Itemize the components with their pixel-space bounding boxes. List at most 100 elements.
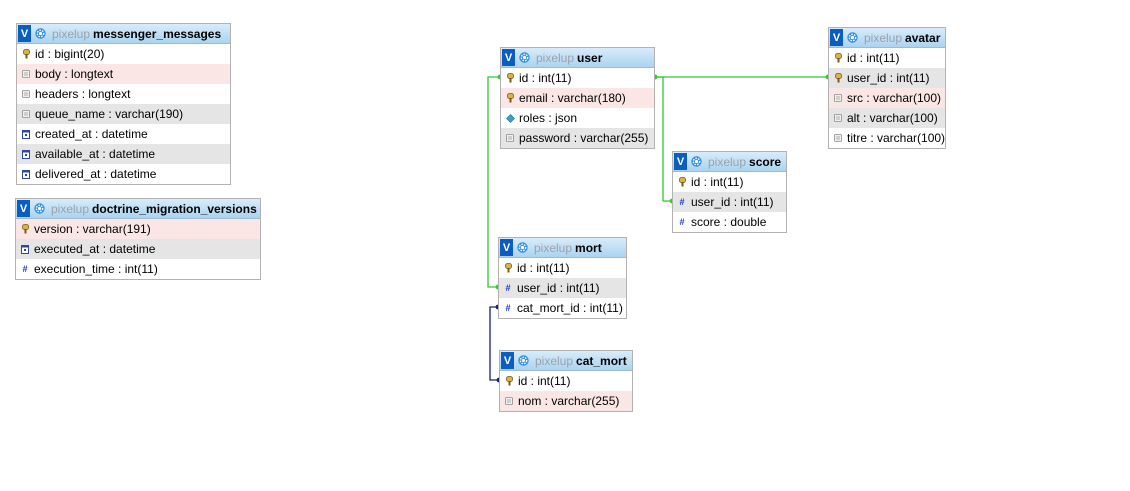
key-icon xyxy=(504,376,514,386)
gear-icon[interactable] xyxy=(34,27,47,40)
column-row[interactable]: # score : double xyxy=(673,212,786,232)
column-icon xyxy=(833,113,843,123)
column-icon xyxy=(833,133,843,143)
database-name: pixelup xyxy=(536,50,575,65)
collapse-toggle-button[interactable]: V xyxy=(501,352,514,369)
column-label: body : longtext xyxy=(35,67,114,81)
collapse-toggle-button[interactable]: V xyxy=(17,200,30,217)
column-row[interactable]: id : int(11) xyxy=(500,371,632,391)
collapse-toggle-button[interactable]: V xyxy=(18,25,31,42)
column-label: user_id : int(11) xyxy=(517,281,600,295)
column-row[interactable]: nom : varchar(255) xyxy=(500,391,632,411)
column-row[interactable]: executed_at : datetime xyxy=(16,239,260,259)
json-icon xyxy=(505,113,515,123)
column-row[interactable]: # user_id : int(11) xyxy=(499,278,626,298)
column-row[interactable]: titre : varchar(100) xyxy=(829,128,945,148)
column-label: headers : longtext xyxy=(35,87,131,101)
column-row[interactable]: email : varchar(180) xyxy=(501,88,654,108)
column-label: user_id : int(11) xyxy=(691,195,774,209)
table-name[interactable]: user xyxy=(577,50,603,65)
column-row[interactable]: id : int(11) xyxy=(673,172,786,192)
database-name: pixelup xyxy=(51,201,90,216)
key-icon xyxy=(833,73,843,83)
numeric-icon: # xyxy=(22,264,28,274)
table-name[interactable]: cat_mort xyxy=(576,353,627,368)
collapse-toggle-button[interactable]: V xyxy=(502,49,515,66)
column-label: alt : varchar(100) xyxy=(847,111,938,125)
column-label: id : int(11) xyxy=(518,374,571,388)
table-name[interactable]: mort xyxy=(575,240,602,255)
table-name[interactable]: avatar xyxy=(905,30,941,45)
column-label: created_at : datetime xyxy=(35,127,148,141)
datetime-icon xyxy=(21,169,31,179)
gear-icon[interactable] xyxy=(516,241,529,254)
column-label: delivered_at : datetime xyxy=(35,167,157,181)
collapse-toggle-button[interactable]: V xyxy=(500,239,513,256)
column-row[interactable]: #execution_time : int(11) xyxy=(16,259,260,279)
database-name: pixelup xyxy=(708,154,747,169)
column-row[interactable]: alt : varchar(100) xyxy=(829,108,945,128)
gear-icon[interactable] xyxy=(518,51,531,64)
column-label: user_id : int(11) xyxy=(847,71,930,85)
column-row[interactable]: # cat_mort_id : int(11) xyxy=(499,298,626,318)
column-label: score : double xyxy=(691,215,767,229)
column-row[interactable]: body : longtext xyxy=(17,64,230,84)
column-icon xyxy=(505,133,515,143)
gear-icon[interactable] xyxy=(33,202,46,215)
column-label: id : int(11) xyxy=(519,71,572,85)
table-name[interactable]: doctrine_migration_versions xyxy=(92,201,257,216)
collapse-toggle-button[interactable]: V xyxy=(674,153,687,170)
column-row[interactable]: password : varchar(255) xyxy=(501,128,654,148)
table-name[interactable]: messenger_messages xyxy=(93,26,222,41)
column-row[interactable]: headers : longtext xyxy=(17,84,230,104)
column-label: email : varchar(180) xyxy=(519,91,626,105)
column-row[interactable]: id : int(11) xyxy=(829,48,945,68)
table-name[interactable]: score xyxy=(749,154,782,169)
key-icon xyxy=(21,49,31,59)
key-icon xyxy=(505,93,515,103)
column-icon xyxy=(21,109,31,119)
collapse-toggle-button[interactable]: V xyxy=(830,29,843,46)
gear-icon[interactable] xyxy=(690,155,703,168)
numeric-icon: # xyxy=(505,303,511,313)
column-row[interactable]: queue_name : varchar(190) xyxy=(17,104,230,124)
datetime-icon xyxy=(21,149,31,159)
key-icon xyxy=(677,177,687,187)
database-name: pixelup xyxy=(52,26,91,41)
column-row[interactable]: available_at : datetime xyxy=(17,144,230,164)
gear-icon[interactable] xyxy=(846,31,859,44)
column-row[interactable]: roles : json xyxy=(501,108,654,128)
column-row[interactable]: #user_id : int(11) xyxy=(673,192,786,212)
column-row[interactable]: user_id : int(11) xyxy=(829,68,945,88)
column-label: src : varchar(100) xyxy=(847,91,942,105)
column-row[interactable]: src : varchar(100) xyxy=(829,88,945,108)
numeric-icon: # xyxy=(505,283,511,293)
column-label: cat_mort_id : int(11) xyxy=(517,301,623,315)
column-row[interactable]: id : bigint(20) xyxy=(17,44,230,64)
database-name: pixelup xyxy=(535,353,574,368)
column-row[interactable]: created_at : datetime xyxy=(17,124,230,144)
gear-icon[interactable] xyxy=(517,354,530,367)
numeric-icon: # xyxy=(679,217,685,227)
column-label: version : varchar(191) xyxy=(34,222,151,236)
column-row[interactable]: id : int(11) xyxy=(501,68,654,88)
column-row[interactable]: version : varchar(191) xyxy=(16,219,260,239)
datetime-icon xyxy=(21,129,31,139)
column-row[interactable]: id : int(11) xyxy=(499,258,626,278)
column-row[interactable]: delivered_at : datetime xyxy=(17,164,230,184)
relation-line[interactable] xyxy=(655,76,672,202)
